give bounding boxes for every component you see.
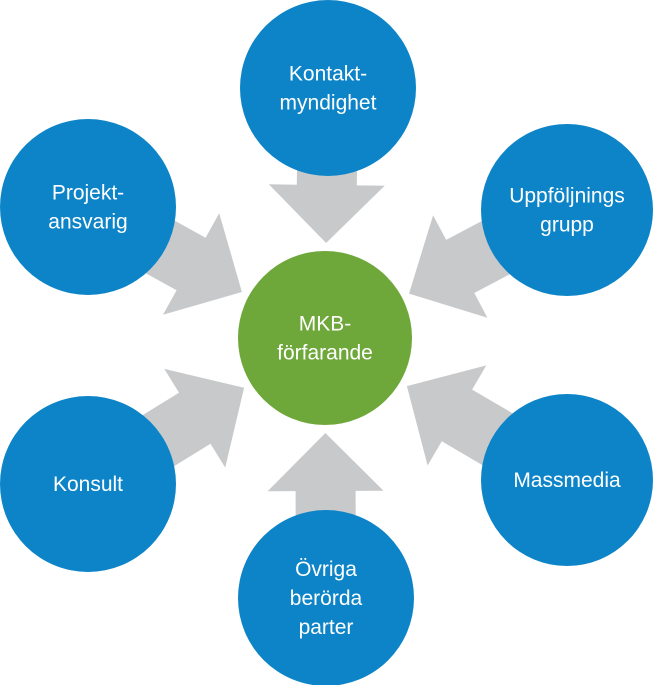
node-massmedia-circle (481, 394, 653, 566)
node-uppfoljningsgrupp: Uppföljnings grupp (481, 124, 653, 296)
center-node-label-line-1: MKB- (299, 313, 352, 336)
node-uppfoljningsgrupp-circle (481, 124, 653, 296)
center-node-circle (238, 251, 412, 425)
node-ovriga-berorda-parter-label-line-1: Övriga (295, 558, 357, 581)
center-node-label-line-2: förfarande (277, 342, 373, 365)
node-kontaktmyndighet-circle (240, 0, 416, 176)
node-ovriga-berorda-parter-circle (238, 510, 414, 685)
center-node: MKB-förfarande (238, 251, 412, 425)
node-konsult: Konsult (0, 396, 176, 572)
node-uppfoljningsgrupp-label-line-2: grupp (540, 214, 594, 237)
node-ovriga-berorda-parter-label-line-2: berörda (290, 587, 363, 610)
node-projektansvarig-label-line-1: Projekt- (52, 182, 124, 205)
node-ovriga-berorda-parter-label-line-3: parter (299, 616, 354, 639)
arrow-ovriga-berorda-parter (267, 433, 384, 531)
node-projektansvarig-label-line-2: ansvarig (48, 211, 127, 234)
node-kontaktmyndighet: Kontakt-myndighet (240, 0, 416, 176)
node-konsult-label-line-1: Konsult (53, 473, 123, 496)
node-kontaktmyndighet-label-line-2: myndighet (280, 92, 377, 115)
arrow-kontaktmyndighet (268, 155, 385, 243)
node-konsult-circle (0, 396, 176, 572)
node-projektansvarig: Projekt-ansvarig (0, 119, 176, 295)
node-ovriga-berorda-parter: Övriga berörda parter (238, 510, 414, 685)
node-massmedia: Massmedia (481, 394, 653, 566)
node-uppfoljningsgrupp-label-line-1: Uppföljnings (509, 185, 625, 208)
node-projektansvarig-circle (0, 119, 176, 295)
node-kontaktmyndighet-label-line-1: Kontakt- (289, 63, 367, 86)
node-massmedia-label-line-1: Massmedia (513, 469, 621, 492)
